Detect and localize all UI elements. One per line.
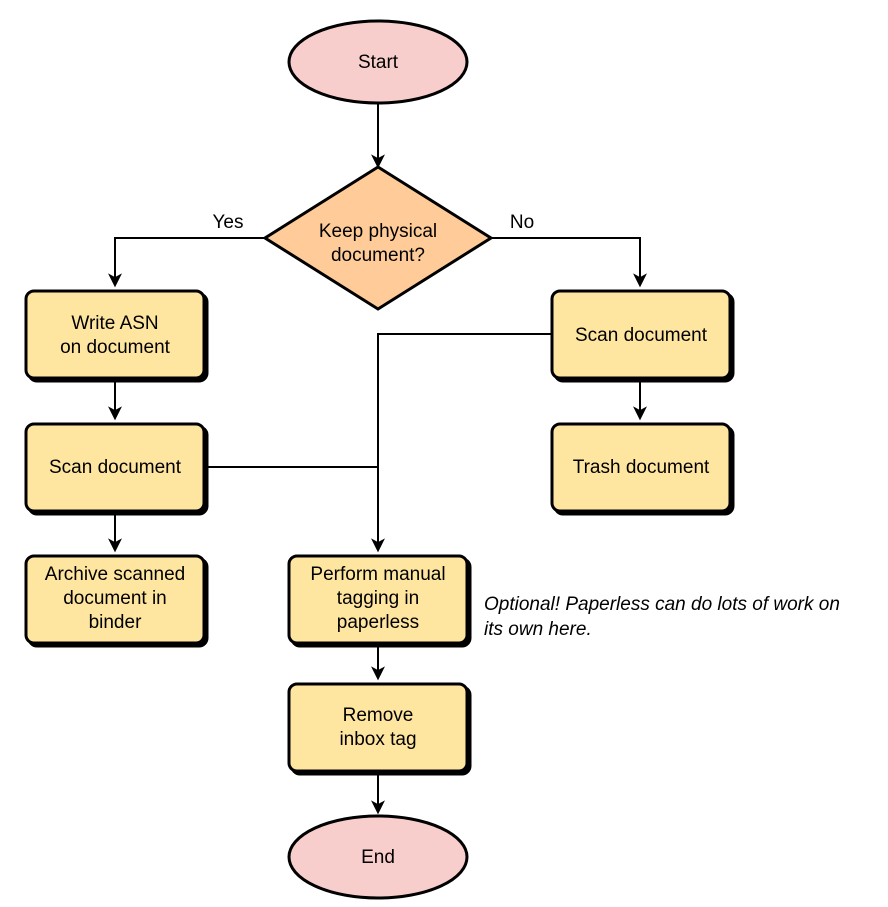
end-ellipse[interactable] [287, 814, 469, 900]
manual-tagging-label-line2: tagging in [337, 588, 419, 609]
node-scan-document-right[interactable]: Scan document [550, 289, 732, 380]
node-archive-scanned-document[interactable]: Archive scanned document in binder [24, 554, 206, 645]
scan-document-left-label: Scan document [49, 457, 182, 478]
start-label: Start [358, 52, 399, 73]
trash-document-label: Trash document [573, 457, 710, 478]
scan-document-right-label: Scan document [575, 325, 708, 346]
manual-tagging-box[interactable] [287, 554, 469, 645]
node-write-asn-on-document[interactable]: Write ASN on document [24, 289, 206, 380]
decision-label-line1: Keep physical [319, 221, 437, 242]
edge-decision-no-to-scan-right [491, 237, 647, 288]
node-decision-keep-physical-document[interactable]: Keep physical document? [262, 165, 494, 311]
node-trash-document[interactable]: Trash document [550, 422, 732, 513]
decision-label-line2: document? [331, 245, 425, 266]
edge-label-no: No [510, 212, 534, 233]
remove-inbox-label-line2: inbox tag [339, 729, 416, 750]
end-label: End [361, 847, 395, 868]
write-asn-box[interactable] [24, 289, 206, 380]
archive-box[interactable] [24, 554, 206, 645]
scan-document-right-box[interactable] [550, 289, 732, 380]
annotation-note: Optional! Paperless can do lots of work … [484, 594, 840, 640]
note-line1: Optional! Paperless can do lots of work … [484, 594, 840, 615]
manual-tagging-label-line1: Perform manual [310, 564, 445, 585]
scan-document-left-box[interactable] [24, 422, 206, 513]
write-asn-label-line1: Write ASN [71, 313, 158, 334]
note-line2: its own here. [484, 619, 592, 640]
node-end[interactable]: End [287, 814, 469, 900]
start-ellipse[interactable] [287, 19, 469, 105]
node-perform-manual-tagging[interactable]: Perform manual tagging in paperless [287, 554, 469, 645]
edge-layer [108, 104, 647, 815]
edge-decision-yes-to-write-asn [108, 237, 265, 288]
trash-document-box[interactable] [550, 422, 732, 513]
write-asn-label-line2: on document [60, 337, 171, 358]
edge-label-yes: Yes [213, 212, 244, 233]
archive-label-line1: Archive scanned [45, 564, 185, 585]
decision-diamond[interactable] [262, 165, 494, 311]
archive-label-line3: binder [89, 612, 142, 633]
node-start[interactable]: Start [287, 19, 469, 105]
remove-inbox-tag-box[interactable] [287, 682, 469, 773]
remove-inbox-label-line1: Remove [343, 705, 414, 726]
edge-scan-right-to-manual-tag [371, 333, 552, 553]
node-scan-document-left[interactable]: Scan document [24, 422, 206, 513]
node-remove-inbox-tag[interactable]: Remove inbox tag [287, 682, 469, 773]
manual-tagging-label-line3: paperless [337, 612, 419, 633]
archive-label-line2: document in [63, 588, 167, 609]
